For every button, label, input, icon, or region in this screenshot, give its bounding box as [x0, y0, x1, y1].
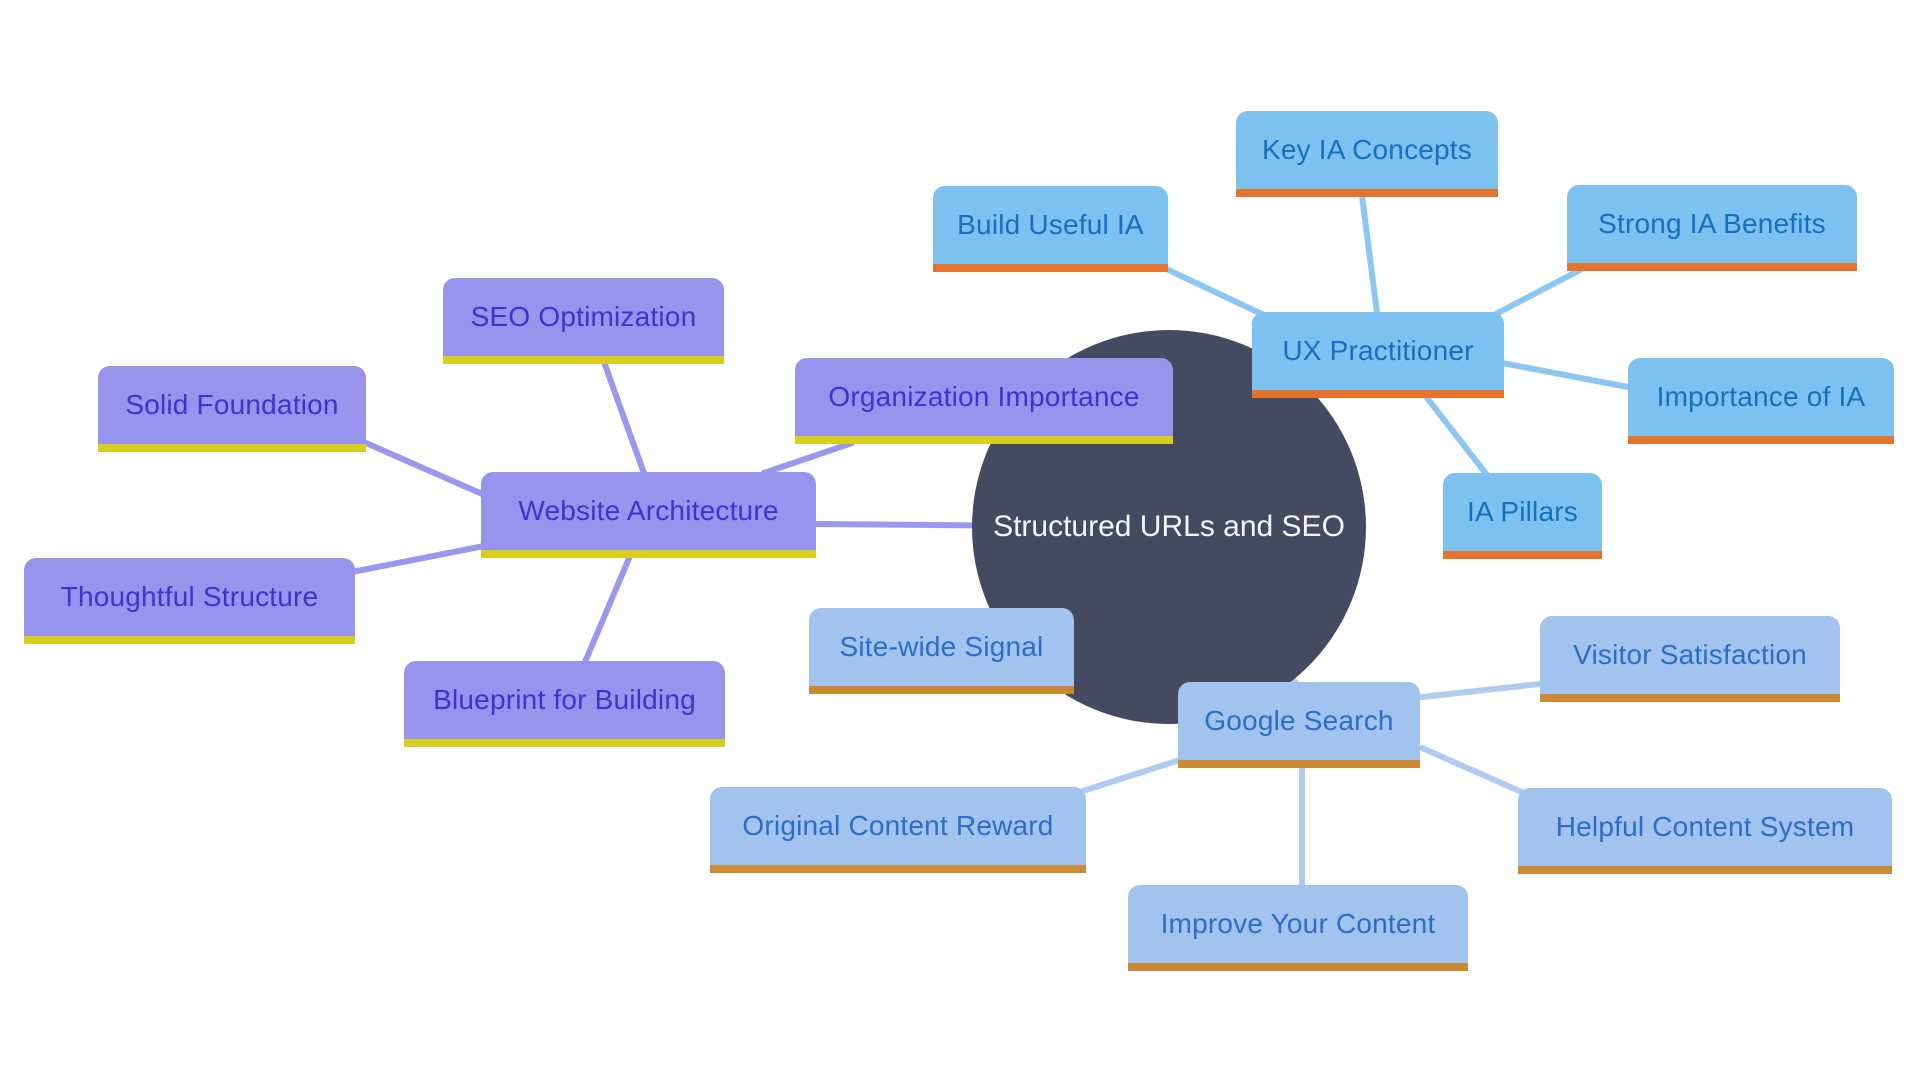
edge [761, 440, 855, 476]
node-website-architecture[interactable]: Website Architecture [481, 472, 816, 558]
edge [1421, 391, 1490, 478]
edge [1157, 263, 1267, 318]
edge [582, 553, 633, 665]
edge [1499, 360, 1631, 390]
node-organization-importance[interactable]: Organization Importance [795, 358, 1173, 444]
node-build-useful-ia[interactable]: Build Useful IA [933, 186, 1168, 272]
node-label: IA Pillars [1467, 496, 1578, 527]
node-helpful-content-system[interactable]: Helpful Content System [1518, 788, 1892, 874]
node-label: Helpful Content System [1555, 811, 1855, 842]
node-label: UX Practitioner [1282, 335, 1474, 366]
edge [1359, 193, 1380, 316]
node-label: Website Architecture [518, 495, 779, 526]
node-label: Improve Your Content [1160, 908, 1436, 939]
edge [1080, 755, 1189, 794]
node-importance-of-ia[interactable]: Importance of IA [1628, 358, 1894, 444]
node-site-wide-signal[interactable]: Site-wide Signal [809, 608, 1074, 694]
edge [363, 440, 492, 500]
node-improve-your-content[interactable]: Improve Your Content [1128, 885, 1468, 971]
node-label: Key IA Concepts [1261, 134, 1472, 165]
node-label: Strong IA Benefits [1598, 208, 1826, 239]
node-solid-foundation[interactable]: Solid Foundation [98, 366, 366, 452]
node-label: Blueprint for Building [433, 684, 696, 715]
node-blueprint-for-building[interactable]: Blueprint for Building [404, 661, 725, 747]
node-key-ia-concepts[interactable]: Key IA Concepts [1236, 111, 1498, 197]
node-label: Site-wide Signal [839, 631, 1044, 662]
node-label: Solid Foundation [125, 389, 339, 420]
node-thoughtful-structure[interactable]: Thoughtful Structure [24, 558, 355, 644]
central-topic-label: Structured URLs and SEO [993, 510, 1345, 543]
edge [1489, 266, 1585, 319]
node-label: Importance of IA [1656, 381, 1866, 412]
node-seo-optimization[interactable]: SEO Optimization [443, 278, 724, 364]
edge [349, 543, 487, 575]
edge [1419, 745, 1527, 796]
node-label: Google Search [1204, 705, 1394, 736]
edge [1419, 681, 1543, 700]
node-ia-pillars[interactable]: IA Pillars [1443, 473, 1602, 559]
node-label: Build Useful IA [957, 209, 1144, 240]
node-label: Visitor Satisfaction [1573, 639, 1807, 670]
node-label: Original Content Reward [742, 810, 1054, 841]
node-label: SEO Optimization [470, 301, 697, 332]
node-ux-practitioner[interactable]: UX Practitioner [1252, 312, 1504, 398]
node-visitor-satisfaction[interactable]: Visitor Satisfaction [1540, 616, 1840, 702]
node-label: Organization Importance [828, 381, 1140, 412]
node-google-search[interactable]: Google Search [1178, 682, 1420, 768]
node-label: Thoughtful Structure [60, 581, 319, 612]
node-strong-ia-benefits[interactable]: Strong IA Benefits [1567, 185, 1857, 271]
edge [601, 359, 648, 479]
node-original-content-reward[interactable]: Original Content Reward [710, 787, 1086, 873]
